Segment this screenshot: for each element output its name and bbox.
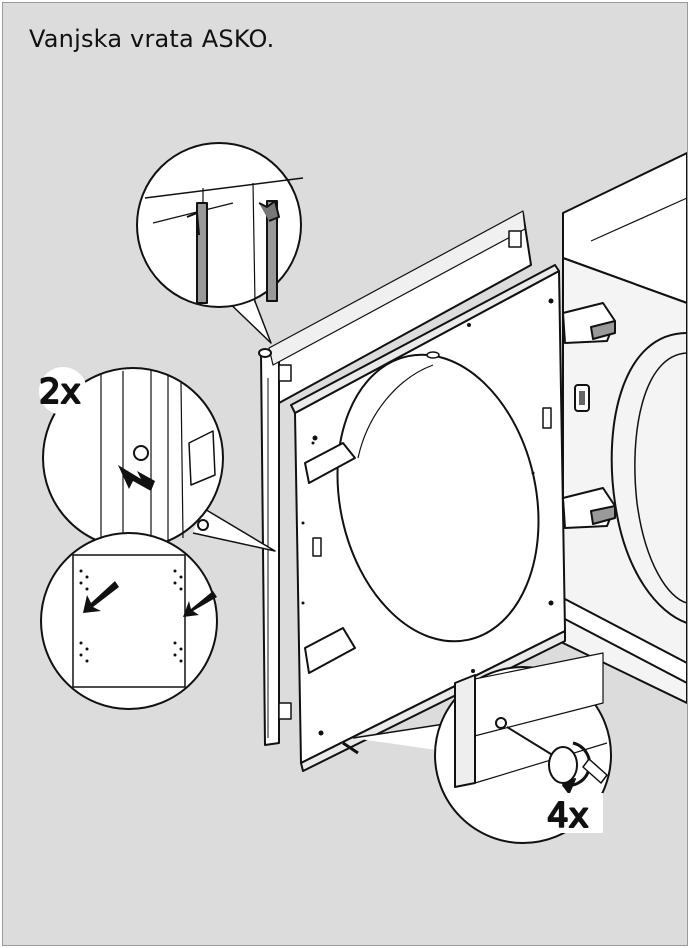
callout-bottom-right-detail	[352, 652, 612, 844]
page-title: Vanjska vrata ASKO.	[29, 25, 275, 53]
callout-lower-left-detail	[40, 532, 218, 710]
decor-panel	[258, 210, 532, 746]
callout-top-detail	[136, 142, 304, 344]
inner-door-panel	[290, 264, 566, 772]
dishwasher-body	[562, 152, 687, 704]
count-label-4x: 4x	[547, 796, 589, 836]
assembly-diagram: 2x	[38, 142, 687, 844]
count-label-2x: 2x	[39, 372, 81, 412]
